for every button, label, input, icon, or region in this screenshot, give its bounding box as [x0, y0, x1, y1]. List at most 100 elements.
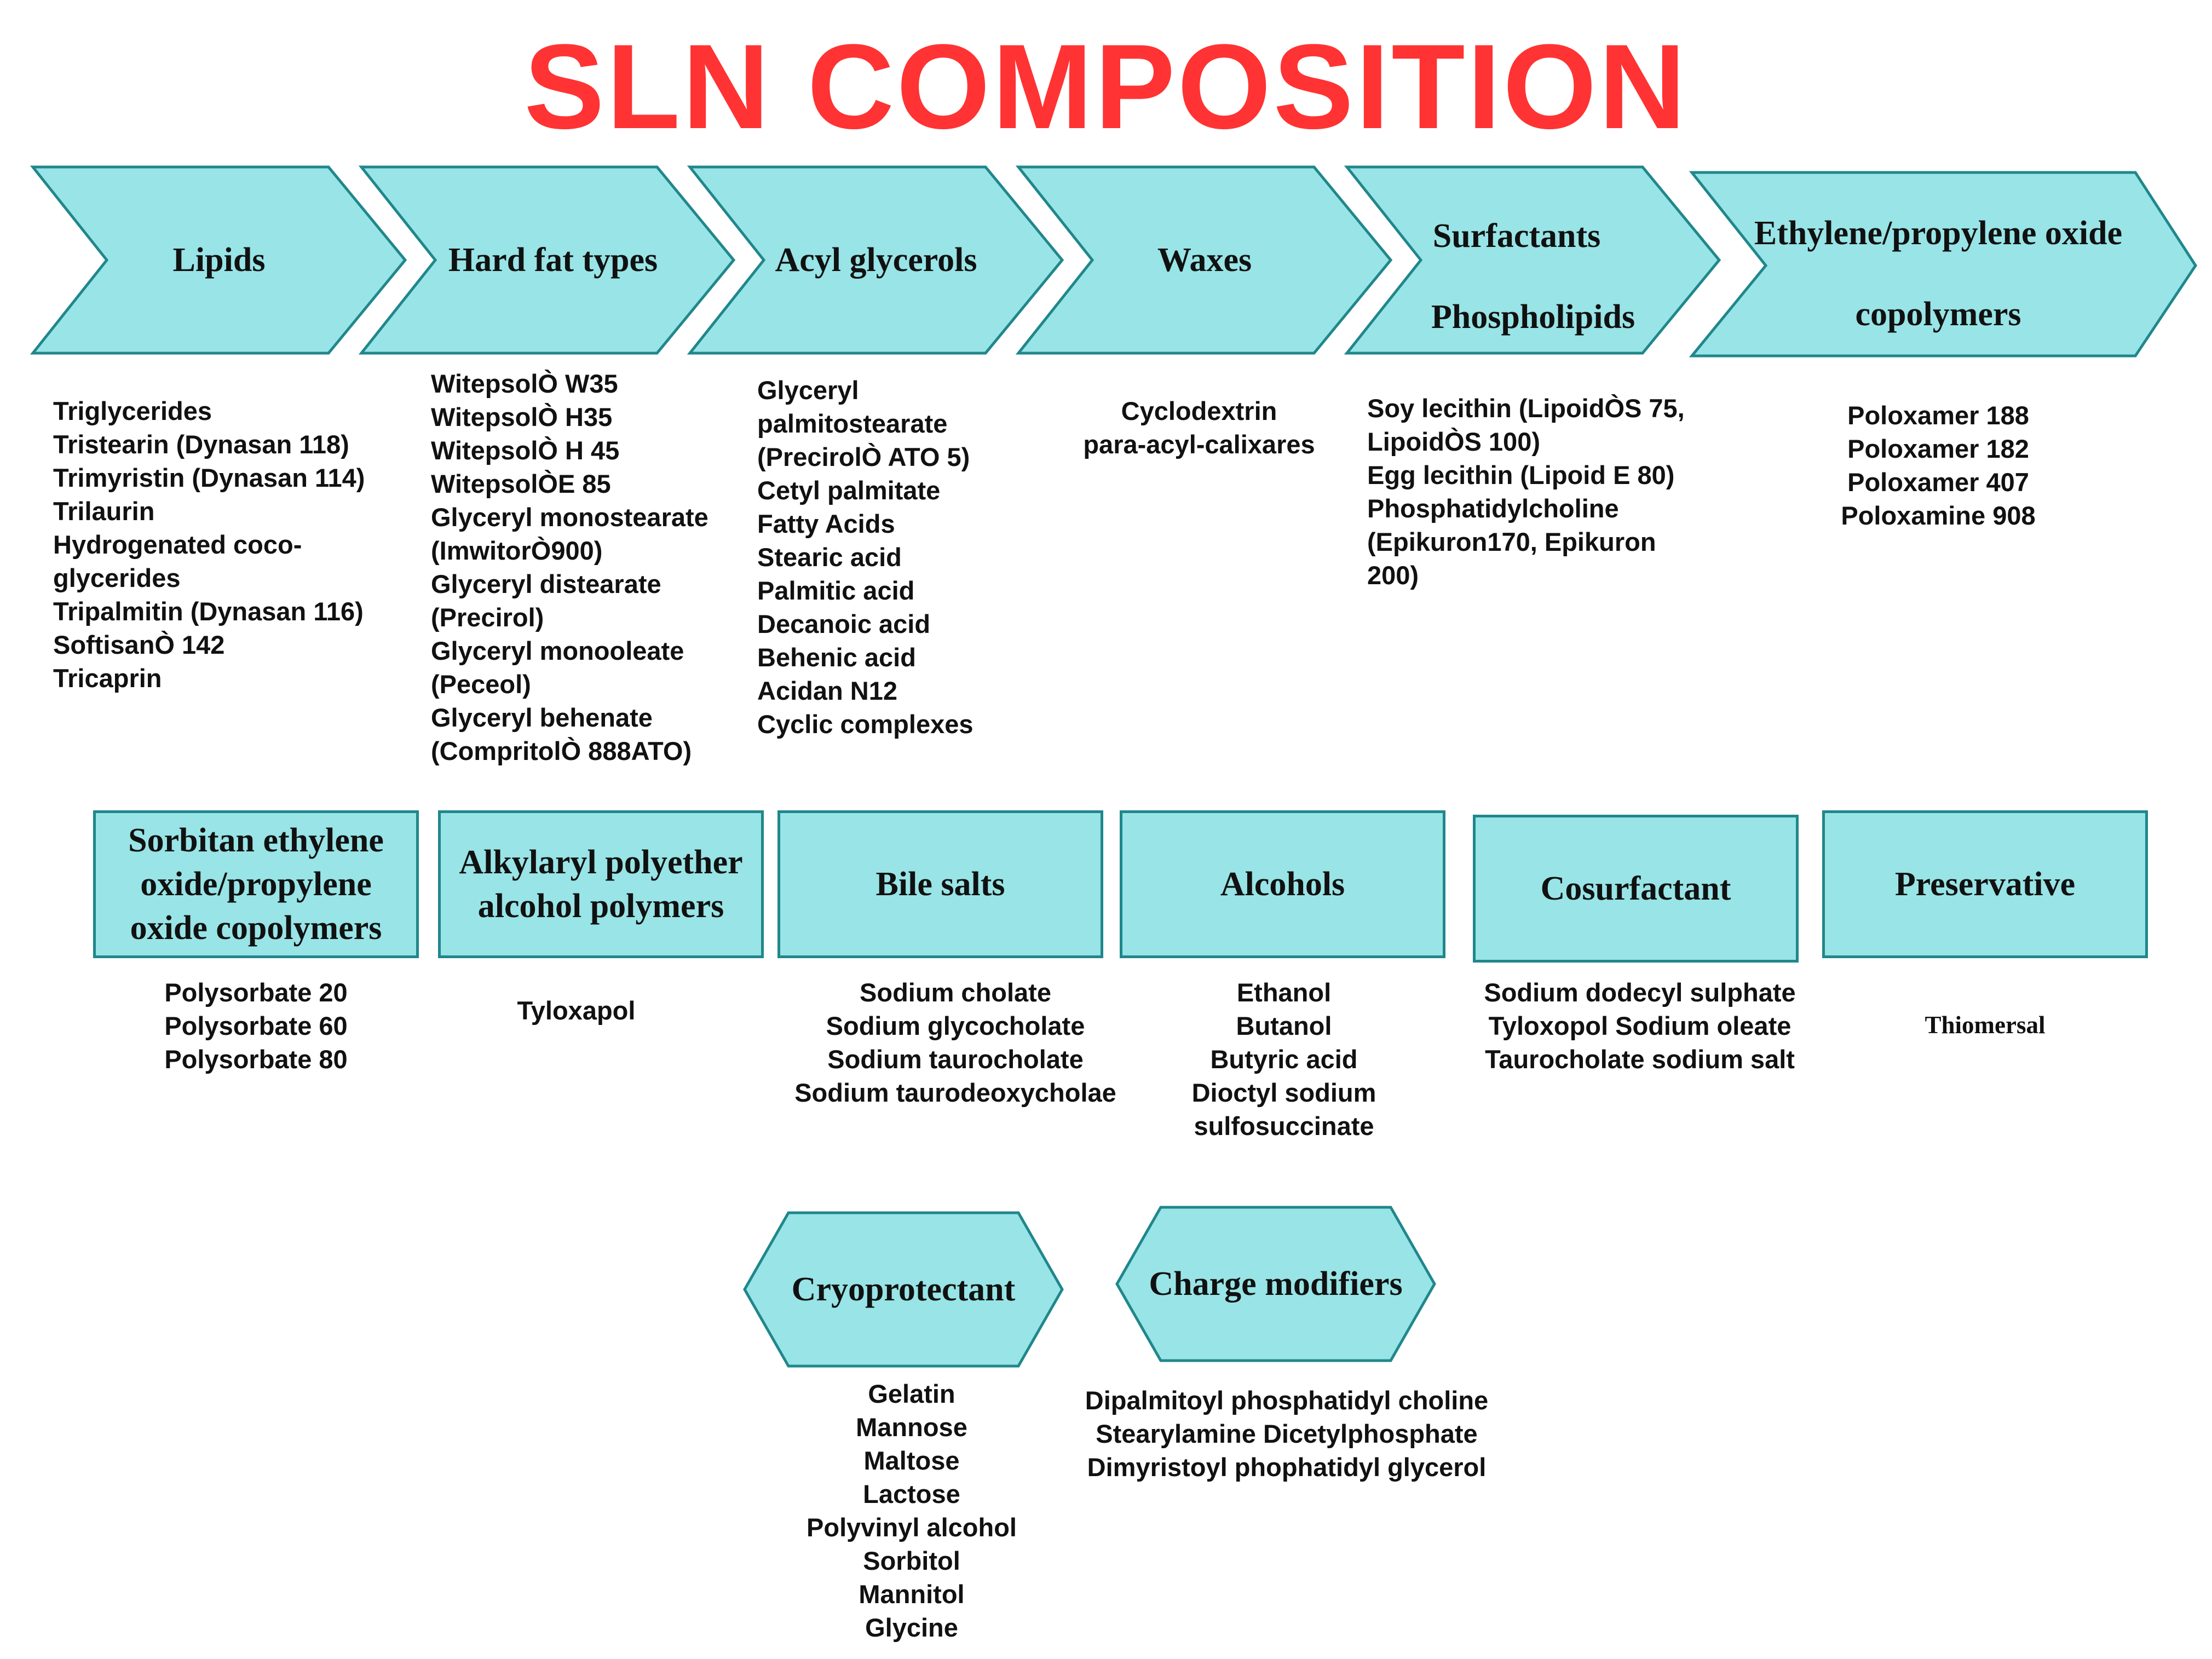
- list-item: (CompritolÒ 888ATO): [431, 736, 692, 765]
- arrow-label-hard-fat-types: Hard fat types: [416, 230, 690, 290]
- list-preservative: Thiomersal: [1822, 1009, 2148, 1042]
- list-alcohols: Ethanol Butanol Butyric acid Dioctyl sod…: [1120, 976, 1448, 1143]
- list-surfactants: Soy lecithin (LipoidÒS 75, LipoidÒS 100)…: [1367, 391, 1685, 592]
- arrow-label-text: Hard fat types: [448, 241, 658, 279]
- list-item: Polysorbate 80: [164, 1045, 348, 1074]
- list-item: Polysorbate 20: [164, 978, 348, 1007]
- list-item: WitepsolÒ H35: [431, 402, 613, 431]
- list-item: Polyvinyl alcohol: [807, 1513, 1017, 1542]
- hexagon-label-text: Cryoprotectant: [791, 1271, 1016, 1308]
- box-label-text: Sorbitan ethylene: [128, 822, 384, 859]
- list-lipids: Triglycerides Tristearin (Dynasan 118) T…: [53, 394, 365, 695]
- list-item: Dimyristoyl phophatidyl glycerol: [1087, 1453, 1487, 1482]
- list-item: Glyceryl distearate: [431, 569, 661, 598]
- list-item: Butanol: [1236, 1011, 1332, 1040]
- hexagon-shape-cryoprotectant: [743, 1211, 1064, 1368]
- list-item: Poloxamer 407: [1847, 468, 2029, 497]
- list-item: Triglycerides: [53, 396, 212, 425]
- list-item: (Peceol): [431, 670, 531, 699]
- list-item: Stearylamine Dicetylphosphate: [1096, 1419, 1478, 1448]
- box-label-text: Cosurfactant: [1540, 870, 1731, 907]
- list-item: Glyceryl behenate: [431, 703, 653, 732]
- arrow-shape-acyl-glycerols: [687, 165, 1064, 355]
- arrow-label-surfactants: Surfactants Phospholipids: [1402, 203, 1664, 350]
- list-cosurfactant: Sodium dodecyl sulphate Tyloxopol Sodium…: [1473, 976, 1807, 1076]
- list-item: Decanoic acid: [757, 609, 931, 638]
- list-item: Phosphatidylcholine: [1367, 494, 1619, 523]
- list-item: Glycine: [865, 1613, 958, 1642]
- list-item: Lactose: [863, 1479, 960, 1508]
- diagram-title: SLN COMPOSITION: [524, 19, 1688, 154]
- list-item: para-acyl-calixares: [1083, 430, 1315, 459]
- hexagon-shape-charge-modifiers: [1115, 1206, 1436, 1362]
- box-label-text: Alcohols: [1220, 866, 1345, 903]
- list-item: sulfosuccinate: [1194, 1111, 1374, 1140]
- list-item: Glyceryl: [757, 376, 859, 405]
- list-item: Gelatin: [868, 1379, 955, 1408]
- list-item: glycerides: [53, 563, 181, 592]
- list-item: Acidan N12: [757, 676, 897, 705]
- list-item: Poloxamer 182: [1847, 434, 2029, 463]
- list-item: (ImwitorÒ900): [431, 536, 603, 565]
- list-item: Hydrogenated coco-: [53, 530, 302, 559]
- arrow-label-acyl-glycerols: Acyl glycerols: [734, 230, 1018, 290]
- box-cosurfactant: Cosurfactant: [1473, 815, 1799, 963]
- hexagon-label-text: Charge modifiers: [1149, 1265, 1403, 1303]
- list-item: Mannitol: [859, 1580, 965, 1609]
- list-item: Tyloxapol: [517, 996, 636, 1025]
- list-item: Trimyristin (Dynasan 114): [53, 463, 365, 492]
- list-item: Dioctyl sodium: [1191, 1078, 1376, 1107]
- arrow-label-ethylene-propylene: Ethylene/propylene oxide copolymers: [1725, 194, 2152, 353]
- box-label-text: Preservative: [1894, 866, 2076, 903]
- arrow-shape-waxes: [1015, 165, 1393, 355]
- box-label-text: alcohol polymers: [477, 888, 724, 925]
- list-item: SoftisanÒ 142: [53, 630, 225, 659]
- arrow-label-text: Phospholipids: [1431, 298, 1635, 336]
- list-bile-salts: Sodium cholate Sodium glycocholate Sodiu…: [777, 976, 1133, 1109]
- list-item: (PrecirolÒ ATO 5): [757, 442, 970, 471]
- list-item: palmitostearate: [757, 409, 948, 438]
- list-hard-fat-types: WitepsolÒ W35 WitepsolÒ H35 WitepsolÒ H …: [431, 367, 708, 768]
- list-item: LipoidÒS 100): [1367, 427, 1540, 456]
- list-item: Butyric acid: [1210, 1045, 1358, 1074]
- arrow-label-text: Waxes: [1157, 241, 1252, 279]
- arrow-label-text: Acyl glycerols: [775, 241, 977, 279]
- list-item: Taurocholate sodium salt: [1485, 1045, 1795, 1074]
- list-item: Glyceryl monooleate: [431, 636, 684, 665]
- box-sorbitan-ethylene: Sorbitan ethylene oxide/propylene oxide …: [93, 810, 419, 958]
- list-item: Behenic acid: [757, 643, 916, 672]
- list-item: Dipalmitoyl phosphatidyl choline: [1085, 1386, 1489, 1415]
- list-item: Stearic acid: [757, 543, 902, 572]
- arrow-label-lipids: Lipids: [107, 230, 331, 290]
- list-item: Maltose: [863, 1446, 960, 1475]
- list-item: Sodium taurodeoxycholae: [794, 1078, 1116, 1107]
- box-bile-salts: Bile salts: [777, 810, 1103, 958]
- arrow-shape-ethylene-propylene: [1689, 171, 2197, 358]
- list-item: Fatty Acids: [757, 509, 895, 538]
- list-item: Tricaprin: [53, 664, 162, 693]
- list-item: Trilaurin: [53, 497, 155, 526]
- box-label-text: Alkylaryl polyether: [459, 844, 743, 881]
- list-item: Glyceryl monostearate: [431, 503, 708, 532]
- list-item: Cyclic complexes: [757, 710, 973, 739]
- box-alkylaryl-polyether: Alkylaryl polyether alcohol polymers: [438, 810, 764, 958]
- list-item: Mannose: [856, 1413, 967, 1442]
- list-item: Thiomersal: [1925, 1011, 2046, 1039]
- list-item: Tyloxopol Sodium oleate: [1488, 1011, 1792, 1040]
- list-item: Poloxamer 188: [1847, 401, 2029, 430]
- list-item: Egg lecithin (Lipoid E 80): [1367, 460, 1675, 489]
- arrow-shape-hard-fat-types: [358, 165, 736, 355]
- list-item: WitepsolÒ H 45: [431, 436, 620, 465]
- list-item: WitepsolÒE 85: [431, 469, 611, 498]
- arrow-shape-surfactants: [1344, 165, 1721, 355]
- list-item: (Precirol): [431, 603, 544, 632]
- list-charge-modifiers: Dipalmitoyl phosphatidyl choline Stearyl…: [1040, 1384, 1533, 1484]
- list-item: (Epikuron170, Epikuron: [1367, 527, 1656, 556]
- list-item: Tripalmitin (Dynasan 116): [53, 597, 364, 626]
- list-ethylene-propylene: Poloxamer 188 Poloxamer 182 Poloxamer 40…: [1774, 399, 2102, 532]
- list-item: Polysorbate 60: [164, 1011, 348, 1040]
- list-item: Soy lecithin (LipoidÒS 75,: [1367, 394, 1685, 423]
- list-cryoprotectant: Gelatin Mannose Maltose Lactose Polyviny…: [745, 1377, 1079, 1644]
- arrow-label-waxes: Waxes: [1090, 230, 1320, 290]
- box-label-text: Bile salts: [875, 866, 1005, 903]
